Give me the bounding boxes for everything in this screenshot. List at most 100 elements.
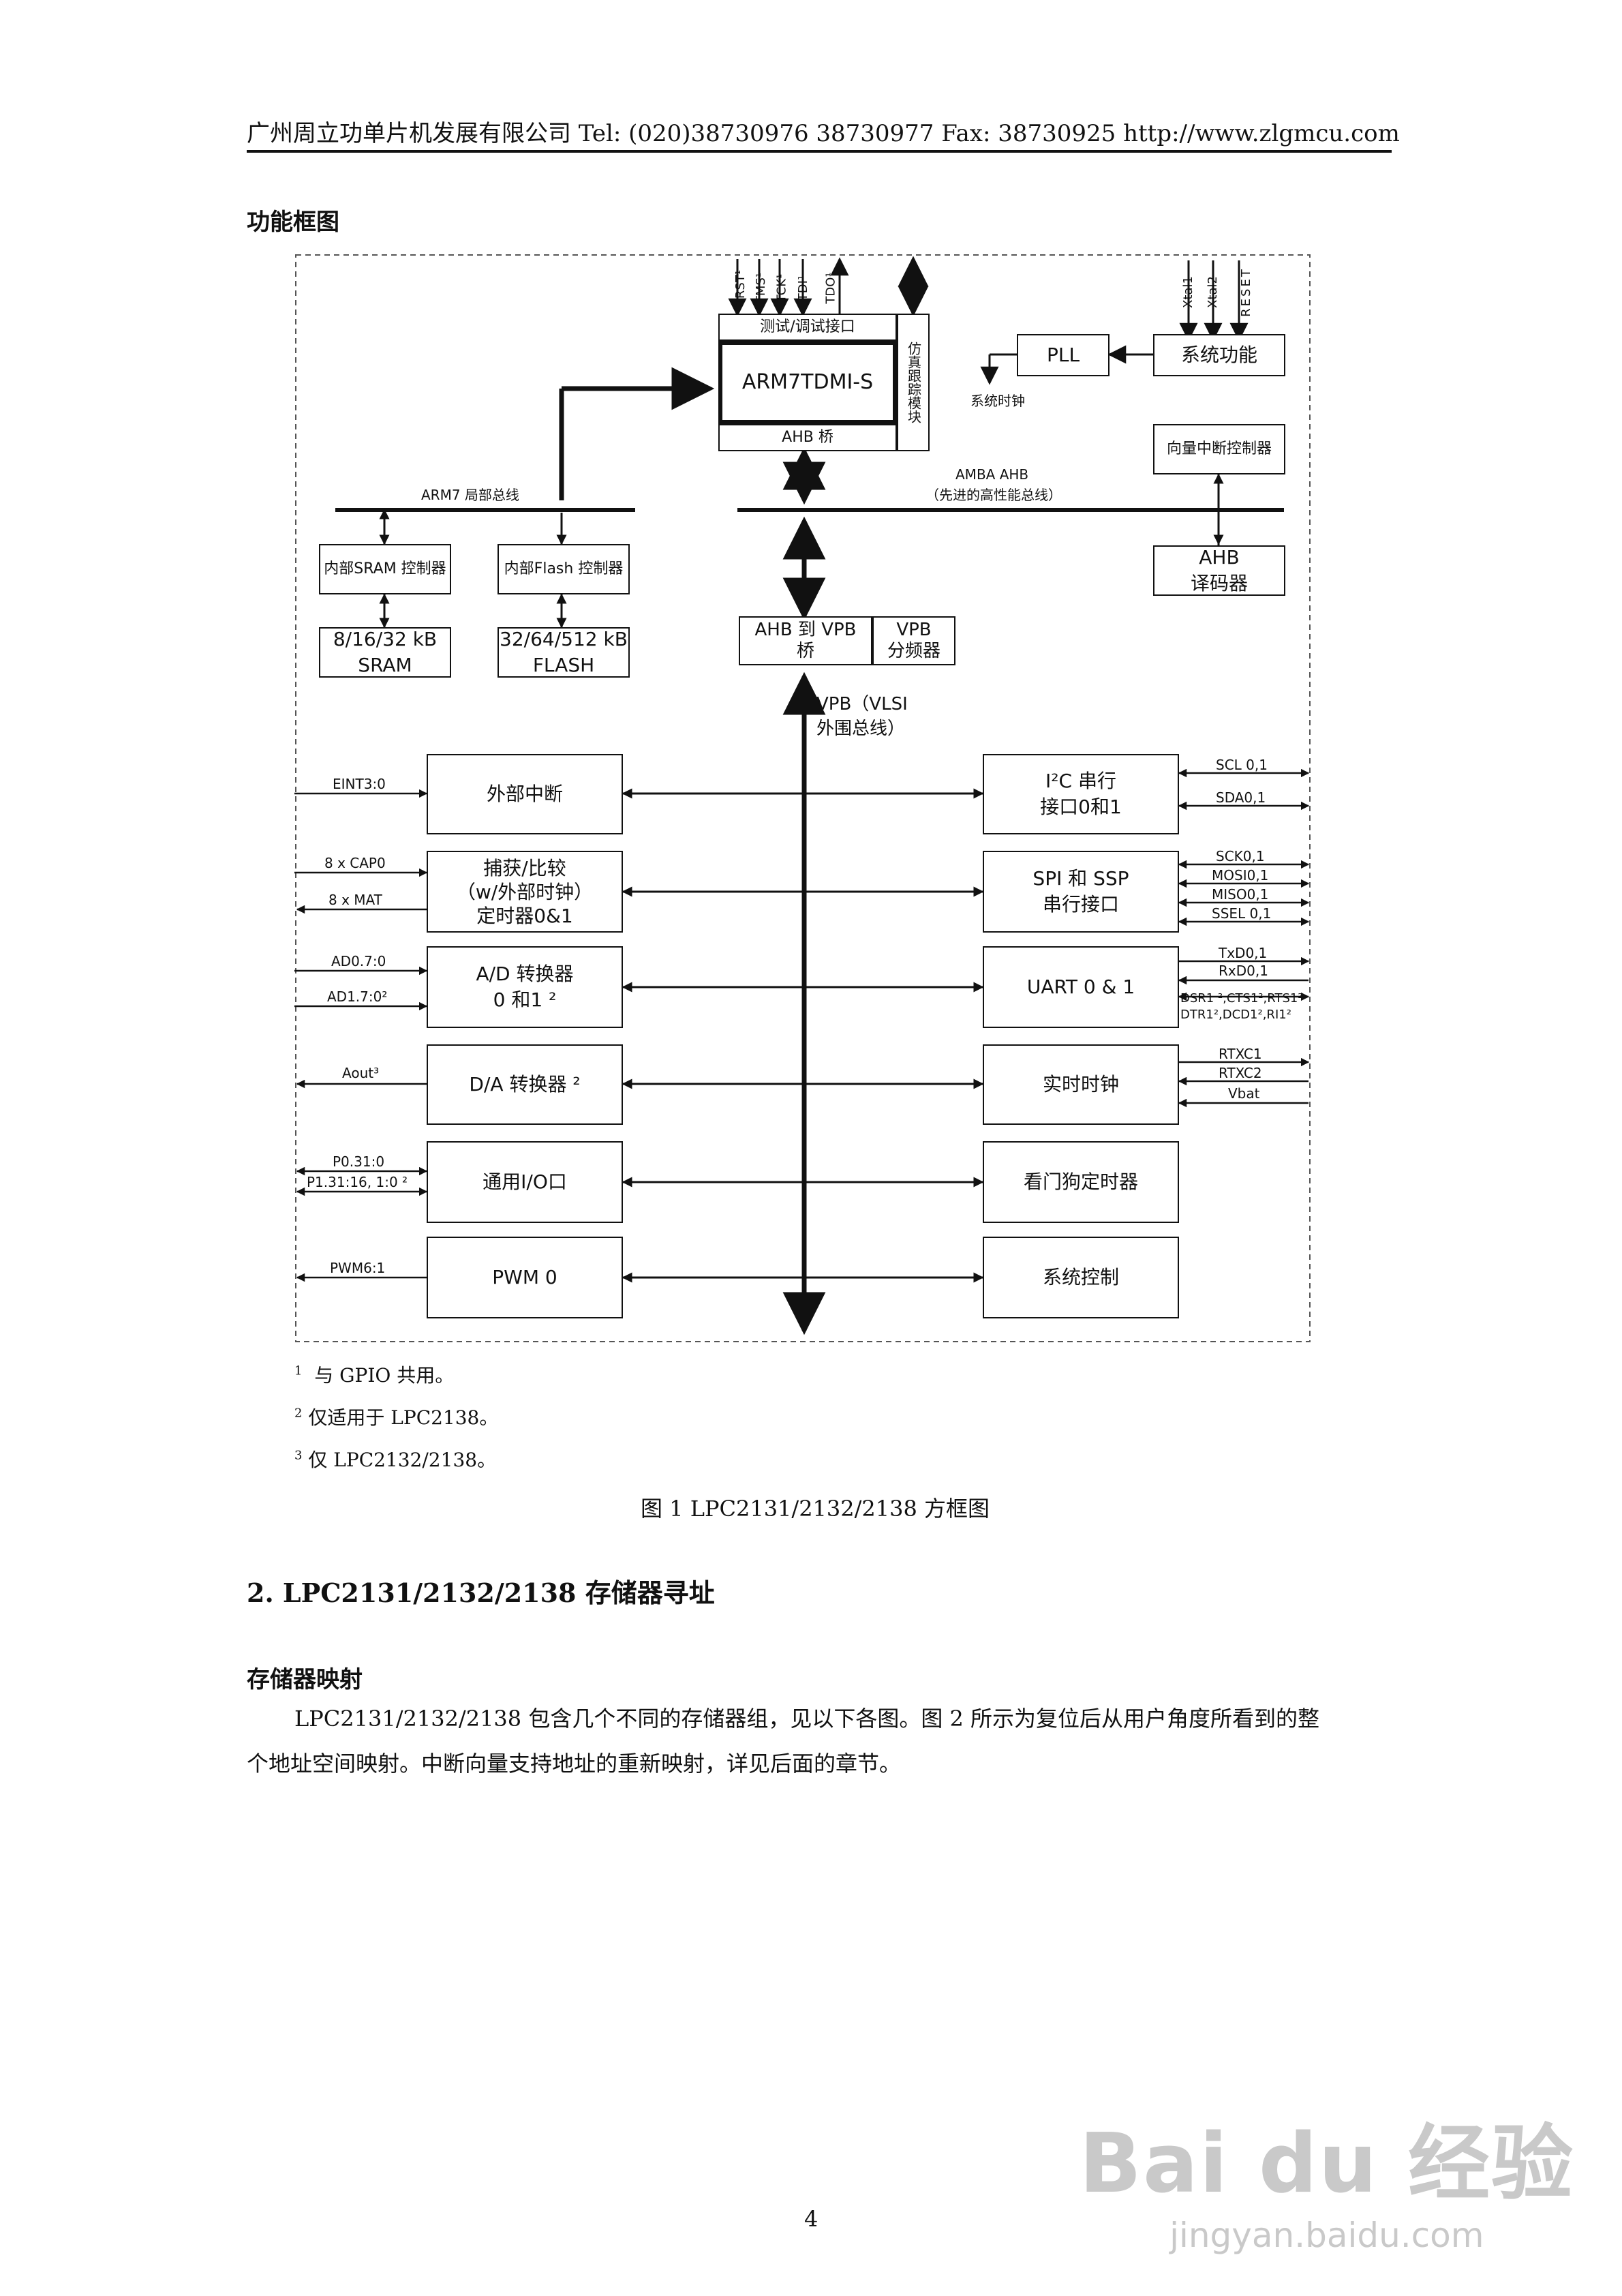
- signal-aout: Aout³: [342, 1065, 380, 1081]
- sram-block: 8/16/32 kB SRAM: [319, 627, 451, 678]
- pin-tms: TMS¹: [754, 272, 769, 304]
- signal-txd: TxD0,1: [1219, 945, 1268, 961]
- signal-modem1: DSR1 ²,CTS1²,RTS1²: [1180, 991, 1303, 1006]
- footnote-3: 3 仅 LPC2132/2138。: [294, 1448, 497, 1471]
- emu-trace-module: 仿真跟踪模块: [897, 314, 930, 451]
- signal-rtxc2: RTXC2: [1219, 1065, 1262, 1081]
- ahb-decoder-sub: 译码器: [1190, 572, 1248, 594]
- vpb-divider: VPB 分频器: [872, 616, 955, 665]
- diagram-lines: [294, 254, 1311, 1342]
- signal-miso: MISO0,1: [1212, 886, 1269, 903]
- ahb-vpb-bridge-title: AHB 到 VPB: [754, 619, 857, 640]
- i2c-block: I²C 串行 接口0和1: [983, 754, 1179, 834]
- i2c-line2: 接口0和1: [1040, 796, 1122, 818]
- pin-xtal1: Xtal1: [1180, 276, 1195, 308]
- ahb-vpb-bridge: AHB 到 VPB 桥: [739, 616, 872, 665]
- section-title: 功能框图: [247, 209, 339, 236]
- footnote-3-text: 仅 LPC2132/2138。: [308, 1449, 497, 1471]
- i2c-line1: I²C 串行: [1045, 770, 1116, 793]
- pin-tck: TCK¹: [774, 273, 789, 303]
- spi-line1: SPI 和 SSP: [1032, 867, 1129, 890]
- vpb-bus-desc: 外围总线）: [816, 719, 906, 739]
- signal-p0: P0.31:0: [333, 1153, 385, 1170]
- external-interrupt-block: 外部中断: [427, 754, 623, 834]
- ahb-bridge: AHB 桥: [718, 424, 897, 451]
- ahb-decoder-title: AHB: [1199, 546, 1240, 569]
- baidu-watermark: Bai du 经验 jingyan.baidu.com: [1080, 2097, 1574, 2255]
- watchdog-block: 看门狗定时器: [983, 1141, 1179, 1223]
- system-clock-label: 系统时钟: [970, 393, 1025, 409]
- pin-trst: TRST¹: [733, 269, 748, 307]
- vpb-divider-title: VPB: [896, 619, 932, 640]
- signal-pwm: PWM6:1: [330, 1260, 386, 1276]
- pin-tdi: TDI¹: [796, 275, 811, 301]
- footnote-1-text: 与 GPIO 共用。: [314, 1364, 455, 1387]
- uart-block: UART 0 & 1: [983, 946, 1179, 1028]
- vic-block: 向量中断控制器: [1153, 424, 1285, 474]
- pin-reset: RESET: [1238, 267, 1253, 317]
- flash-controller: 内部Flash 控制器: [498, 544, 630, 594]
- diagram-border: [295, 254, 1311, 1342]
- debug-port: 测试/调试接口: [718, 314, 897, 341]
- pwm-block: PWM 0: [427, 1237, 623, 1318]
- signal-scl: SCL 0,1: [1216, 757, 1268, 773]
- signal-ssel: SSEL 0,1: [1212, 905, 1272, 922]
- arm7-local-bus-label: ARM7 局部总线: [421, 487, 519, 503]
- watermark-url: jingyan.baidu.com: [1169, 2216, 1484, 2255]
- heading-memory-addressing: 2. LPC2131/2132/2138 存储器寻址: [247, 1577, 715, 1608]
- flash-size: 32/64/512 kB: [500, 628, 628, 651]
- pll-block: PLL: [1017, 334, 1110, 376]
- adc-line2: 0 和1 ²: [493, 988, 557, 1011]
- dac-block: D/A 转换器 ²: [427, 1044, 623, 1125]
- spi-block: SPI 和 SSP 串行接口: [983, 851, 1179, 933]
- timer-line2: （w/外部时钟）: [456, 880, 594, 903]
- figure-caption: 图 1 LPC2131/2132/2138 方框图: [641, 1496, 990, 1522]
- timer-block: 捕获/比较 （w/外部时钟） 定时器0&1: [427, 851, 623, 933]
- signal-rxd: RxD0,1: [1219, 963, 1268, 979]
- signal-ad0: AD0.7:0: [331, 953, 386, 969]
- ahb-vpb-bridge-sub: 桥: [796, 641, 814, 661]
- signal-mat: 8 x MAT: [328, 892, 382, 908]
- footnote-1: 1 与 GPIO 共用。: [294, 1363, 455, 1387]
- signal-mosi: MOSI0,1: [1212, 867, 1269, 883]
- pin-tdo: TDO¹: [823, 272, 838, 304]
- timer-line1: 捕获/比较: [483, 856, 566, 879]
- signal-modem2: DTR1²,DCD1²,RI1²: [1180, 1008, 1291, 1022]
- signal-eint: EINT3:0: [333, 776, 386, 792]
- ahb-decoder: AHB 译码器: [1153, 545, 1285, 596]
- timer-line3: 定时器0&1: [476, 904, 573, 927]
- rtc-block: 实时时钟: [983, 1044, 1179, 1125]
- watermark-logo: Bai du 经验: [1079, 2117, 1574, 2211]
- sram-size: 8/16/32 kB: [333, 628, 438, 651]
- adc-block: A/D 转换器 0 和1 ²: [427, 946, 623, 1028]
- spi-line2: 串行接口: [1042, 893, 1119, 916]
- sram-type: SRAM: [358, 654, 412, 676]
- signal-ad1: AD1.7:0²: [327, 988, 388, 1005]
- gpio-block: 通用I/O口: [427, 1141, 623, 1223]
- signal-cap: 8 x CAP0: [324, 855, 386, 871]
- block-diagram: TRST¹ TMS¹ TCK¹ TDI¹ TDO¹ Xtal1 Xtal2 RE…: [294, 254, 1311, 1343]
- paragraph-line-1: LPC2131/2132/2138 包含几个不同的存储器组，见以下各图。图 2 …: [294, 1706, 1320, 1732]
- signal-sda: SDA0,1: [1216, 789, 1266, 806]
- signal-rtxc1: RTXC1: [1219, 1046, 1262, 1062]
- footnote-2-text: 仅适用于 LPC2138。: [308, 1406, 499, 1429]
- arm-cpu: ARM7TDMI-S: [718, 341, 897, 424]
- footnote-2: 2 仅适用于 LPC2138。: [294, 1406, 499, 1429]
- amba-ahb-desc: （先进的高性能总线）: [925, 487, 1062, 503]
- flash-block: 32/64/512 kB FLASH: [498, 627, 630, 678]
- pin-xtal2: Xtal2: [1205, 276, 1220, 308]
- flash-type: FLASH: [532, 654, 595, 676]
- signal-p1: P1.31:16, 1:0 ²: [307, 1174, 408, 1190]
- system-control-block: 系统控制: [983, 1237, 1179, 1318]
- vpb-divider-sub: 分频器: [887, 641, 940, 661]
- signal-sck: SCK0,1: [1216, 848, 1265, 864]
- vpb-bus-label: VPB（VLSI: [816, 694, 908, 714]
- paragraph-line-2: 个地址空间映射。中断向量支持地址的重新映射，详见后面的章节。: [247, 1751, 902, 1777]
- page-header: 广州周立功单片机发展有限公司 Tel: (020)38730976 387309…: [247, 115, 1400, 153]
- system-function-block: 系统功能: [1153, 334, 1285, 376]
- adc-line1: A/D 转换器: [476, 963, 574, 986]
- sram-controller: 内部SRAM 控制器: [319, 544, 451, 594]
- amba-ahb-label: AMBA AHB: [955, 466, 1029, 483]
- page-number: 4: [804, 2206, 818, 2232]
- subheading-memory-map: 存储器映射: [247, 1666, 363, 1693]
